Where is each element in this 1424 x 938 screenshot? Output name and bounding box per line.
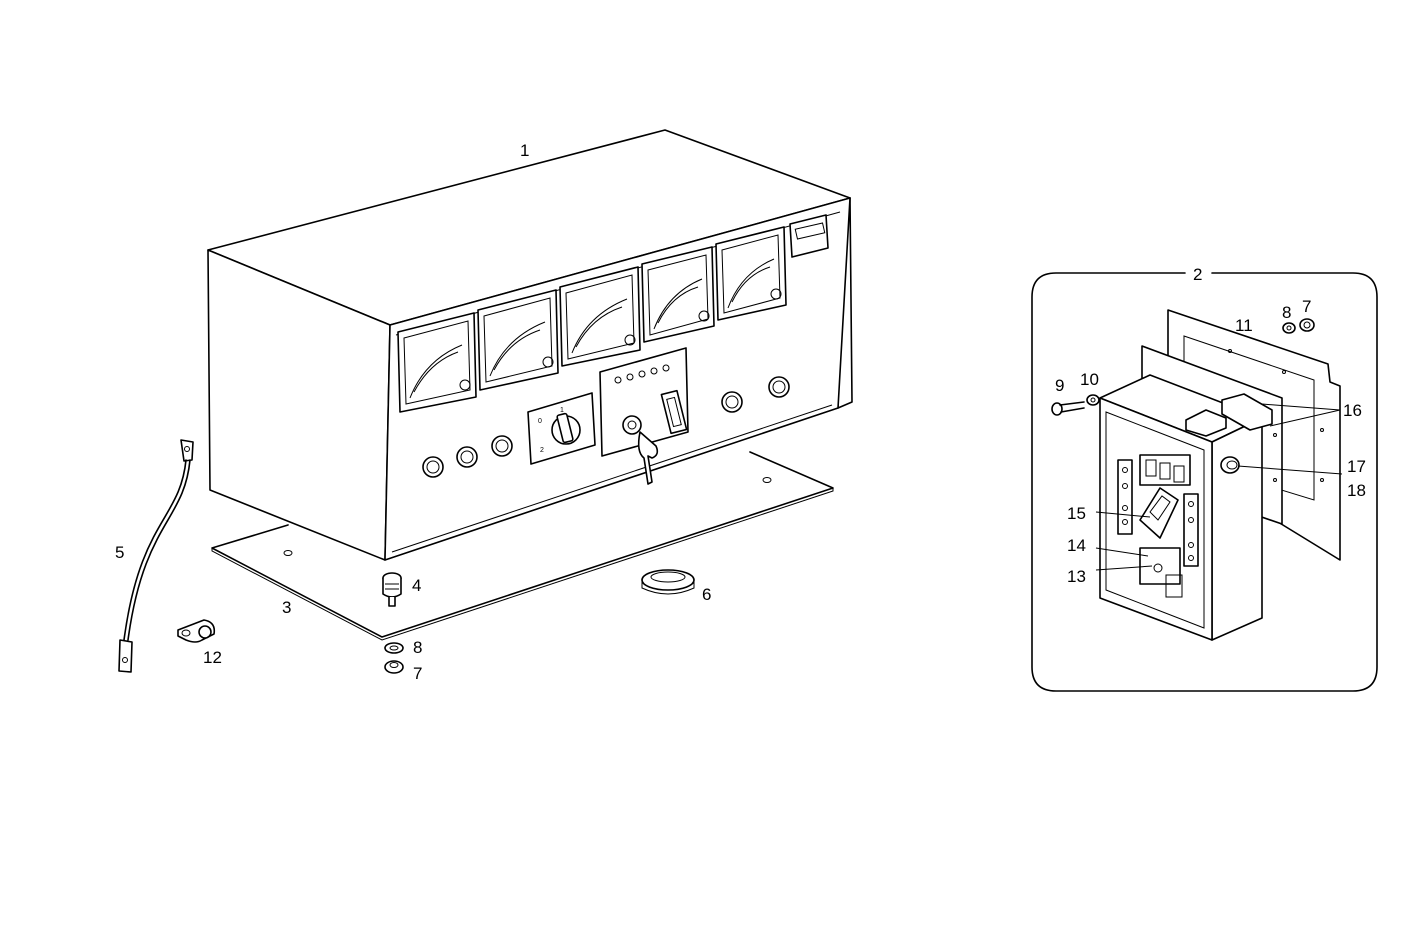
callout-8-inset: 8 [1282, 303, 1291, 322]
bolt-washer [1051, 394, 1100, 416]
washer-nut-left [384, 642, 404, 674]
callout-3: 3 [282, 598, 291, 617]
selector-switch: 0 1 2 [527, 392, 596, 465]
meter-gauges [397, 226, 787, 413]
callout-17: 17 [1347, 457, 1366, 476]
ground-strap [118, 439, 194, 673]
ignition-key [637, 431, 659, 485]
callout-7-base: 7 [413, 664, 422, 683]
rubber-mount [382, 572, 402, 607]
switch-mark-0: 0 [538, 418, 542, 425]
callout-15: 15 [1067, 504, 1086, 523]
meter-gauge-2 [477, 289, 559, 391]
washer-nut-right [1282, 318, 1315, 334]
callout-16: 16 [1343, 401, 1362, 420]
terminal-strip-left [1117, 459, 1133, 535]
key-switch [622, 415, 642, 435]
callout-7-inset: 7 [1302, 297, 1311, 316]
base-plate [211, 451, 834, 641]
callout-6: 6 [702, 585, 711, 604]
relay [1221, 393, 1273, 431]
callout-11: 11 [1235, 316, 1253, 335]
switch-mark-1: 1 [560, 407, 564, 414]
callout-8-base: 8 [413, 638, 422, 657]
callout-10: 10 [1080, 370, 1099, 389]
callout-14: 14 [1067, 536, 1086, 555]
meter-gauge-3 [559, 266, 641, 367]
callout-9: 9 [1055, 376, 1064, 395]
callout-5: 5 [115, 543, 124, 562]
ignition-panel [599, 347, 689, 485]
meter-gauge-4 [641, 246, 715, 343]
callout-1: 1 [520, 141, 529, 160]
pilot-lamp [1220, 456, 1240, 474]
callout-4: 4 [412, 576, 421, 595]
grommet [641, 569, 695, 595]
meter-gauge-5 [715, 226, 787, 321]
push-buttons [422, 376, 790, 478]
callout-18: 18 [1347, 481, 1366, 500]
switch-mark-2: 2 [540, 447, 544, 454]
callout-12: 12 [203, 648, 222, 667]
callout-2: 2 [1193, 265, 1202, 284]
terminal-strip-right [1183, 493, 1199, 567]
callout-13: 13 [1067, 567, 1086, 586]
hour-counter [789, 214, 829, 258]
meter-gauge-1 [397, 312, 477, 413]
callout-labels: 1 2 3 4 5 6 8 7 12 9 10 11 8 7 16 17 18 … [115, 141, 1366, 683]
cable-clip [177, 619, 216, 643]
breaker-detail-inset [1031, 272, 1378, 692]
